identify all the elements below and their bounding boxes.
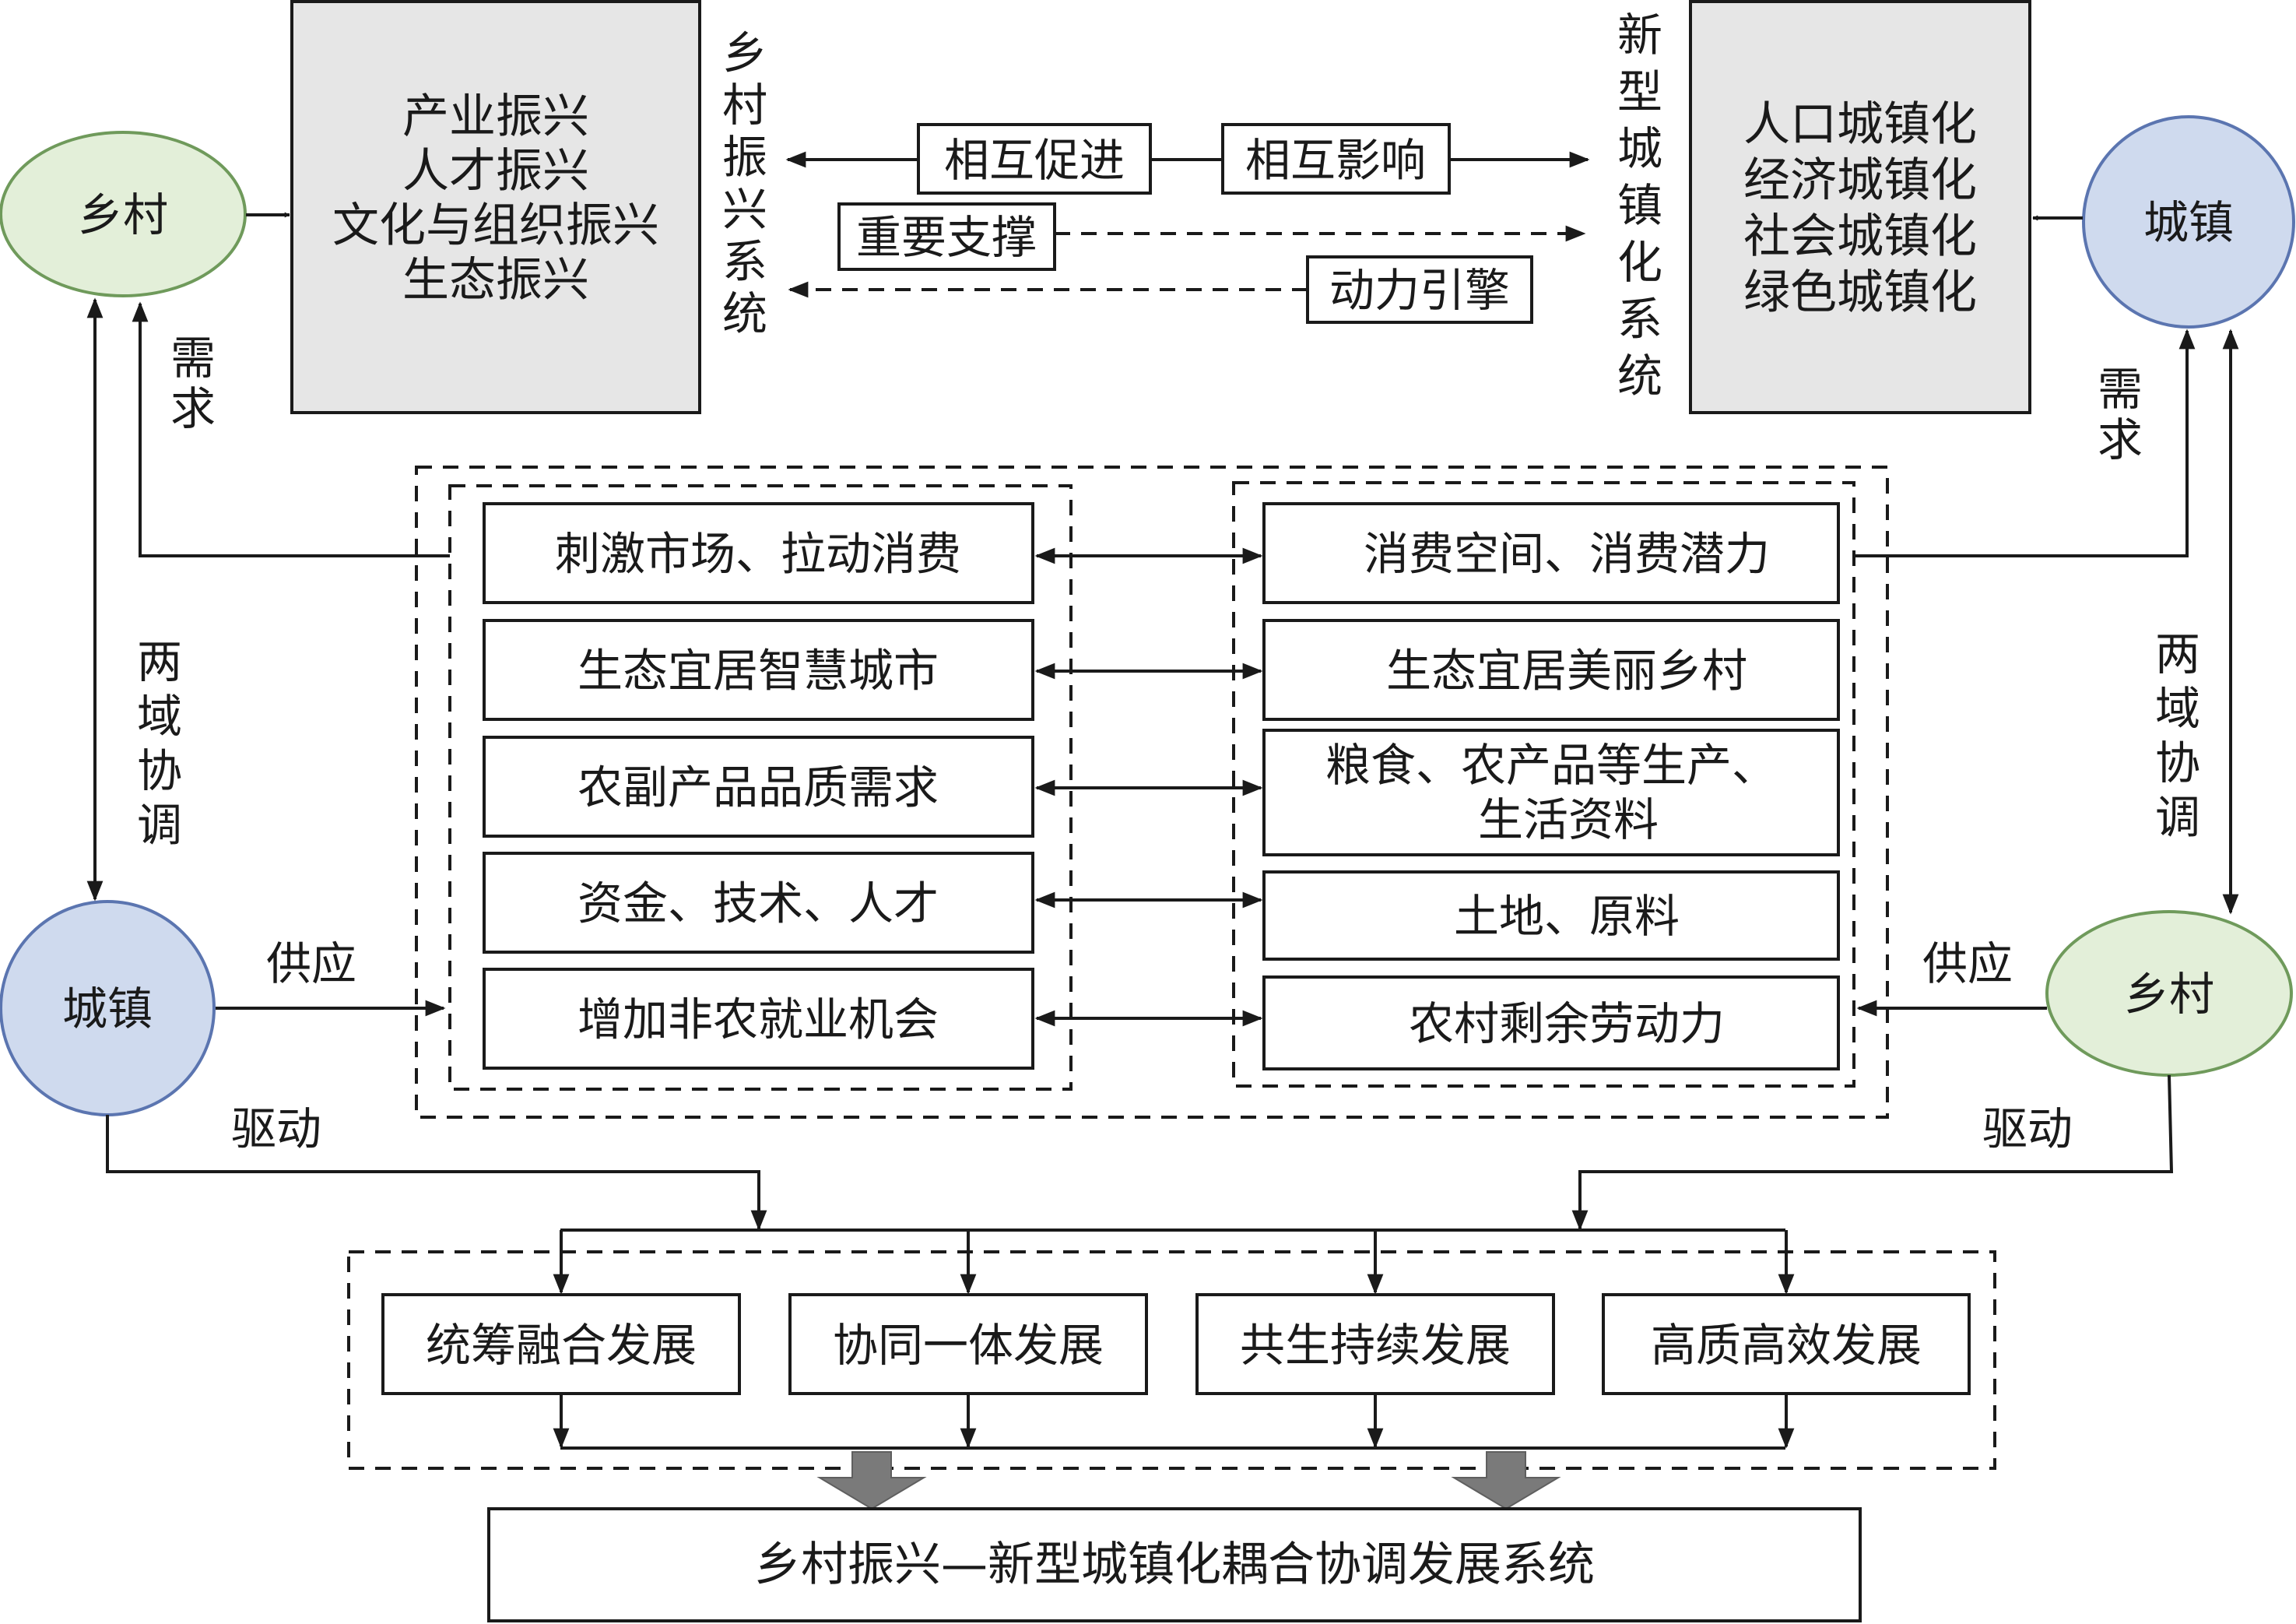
exchange-arrows	[1034, 547, 1263, 1027]
urban-supply-label: 农副产品品质需求	[578, 761, 939, 814]
urban-supply-label: 刺激市场、拉动消费	[555, 528, 961, 581]
urban-supply-label: 生态宜居智慧城市	[578, 645, 939, 698]
rural-node-top-left-label: 乡村	[78, 188, 168, 241]
outcome-box	[788, 1293, 1148, 1395]
support-label: 重要支撑	[856, 211, 1037, 264]
urban-supply-box	[483, 619, 1034, 721]
outcome-container	[347, 1250, 1996, 1470]
big-down-arrow-right	[1451, 1451, 1561, 1510]
final-system-box	[487, 1507, 1862, 1622]
demand-label-left: 需求	[170, 332, 216, 435]
urban-supply-box	[483, 968, 1034, 1070]
exchange-outer-container	[415, 466, 1889, 1119]
urban-item-4: 绿色城镇化	[1743, 265, 1977, 320]
outcome-label: 共生持续发展	[1240, 1319, 1511, 1372]
urban-node-top-right	[2082, 115, 2295, 329]
drive-label-right: 驱动	[1982, 1102, 2073, 1155]
coord-label-right: 两域协调	[2155, 627, 2200, 844]
rural-supply-label: 消费空间、消费潜力	[1364, 528, 1770, 581]
urban-item-1: 人口城镇化	[1743, 97, 1977, 152]
engine-box	[1306, 255, 1533, 324]
drive-line-left	[106, 1115, 767, 1231]
urban-supply-label: 增加非农就业机会	[578, 993, 939, 1046]
rural-supply-box	[1262, 729, 1840, 856]
urban-system-box	[1689, 0, 2031, 414]
big-down-arrow-left	[816, 1451, 927, 1510]
influence-box	[1221, 123, 1451, 195]
rural-supply-label: 生态宜居美丽乡村	[1386, 645, 1747, 698]
rural-node-bottom-right-label: 乡村	[2124, 968, 2214, 1021]
outcome-label: 高质高效发展	[1651, 1319, 1922, 1372]
urban-offer-container	[448, 484, 1073, 1091]
engine-label: 动力引擎	[1329, 264, 1510, 317]
outcome-box	[381, 1293, 741, 1395]
final-system-label: 乡村振兴—新型城镇化耦合协调发展系统	[754, 1538, 1595, 1592]
rural-supply-label: 土地、原料	[1454, 890, 1680, 943]
rural-item-1: 产业振兴	[402, 90, 589, 144]
outcome-box	[1195, 1293, 1555, 1395]
urban-supply-box	[483, 736, 1034, 838]
urban-node-top-right-label: 城镇	[2143, 196, 2234, 249]
drive-line-right	[1571, 1074, 2174, 1231]
outcome-label: 协同一体发展	[833, 1319, 1104, 1372]
urban-item-2: 经济城镇化	[1743, 153, 1977, 208]
rural-supply-label: 农村剩余劳动力	[1409, 997, 1725, 1050]
outcome-list: 统筹融合发展 协同一体发展 共生持续发展 高质高效发展	[381, 1230, 1971, 1449]
urban-supply-list: 刺激市场、拉动消费生态宜居智慧城市农副产品品质需求资金、技术、人才增加非农就业机…	[483, 502, 1034, 1070]
urban-item-3: 社会城镇化	[1743, 209, 1977, 264]
rural-supply-box	[1262, 502, 1840, 604]
rural-system-box	[290, 0, 701, 414]
demand-line-right	[1854, 329, 2196, 557]
demand-label-right: 需求	[2098, 363, 2143, 466]
outcome-box	[1602, 1293, 1971, 1395]
promote-box	[917, 123, 1152, 195]
rural-item-2: 人才振兴	[402, 144, 589, 199]
rural-supply-list: 消费空间、消费潜力生态宜居美丽乡村粮食、农产品等生产、生活资料土地、原料农村剩余…	[1262, 502, 1840, 1070]
coord-label-left: 两域协调	[137, 635, 182, 852]
supply-label-right: 供应	[1922, 937, 2013, 990]
rural-system-label: 乡村振兴系统	[722, 26, 767, 340]
rural-node-top-left	[0, 131, 247, 297]
rural-item-3: 文化与组织振兴	[332, 199, 659, 253]
influence-label: 相互影响	[1245, 134, 1426, 187]
demand-line-left	[132, 301, 450, 557]
urban-system-label: 新型城镇化系统	[1617, 9, 1662, 402]
rural-item-4: 生态振兴	[402, 253, 589, 308]
rural-supply-box	[1262, 870, 1840, 961]
outcome-label: 统筹融合发展	[426, 1319, 697, 1372]
rural-supply-box	[1262, 975, 1840, 1070]
promote-label: 相互促进	[944, 134, 1125, 187]
rural-supply-box	[1262, 619, 1840, 721]
support-box	[837, 202, 1056, 271]
drive-label-left: 驱动	[231, 1102, 321, 1155]
urban-node-bottom-left-label: 城镇	[62, 982, 153, 1035]
urban-supply-label: 资金、技术、人才	[578, 877, 939, 930]
urban-supply-box	[483, 502, 1034, 604]
supply-label-left: 供应	[266, 937, 356, 990]
urban-supply-box	[483, 852, 1034, 954]
rural-supply-label: 粮食、农产品等生产、生活资料	[1325, 739, 1777, 846]
